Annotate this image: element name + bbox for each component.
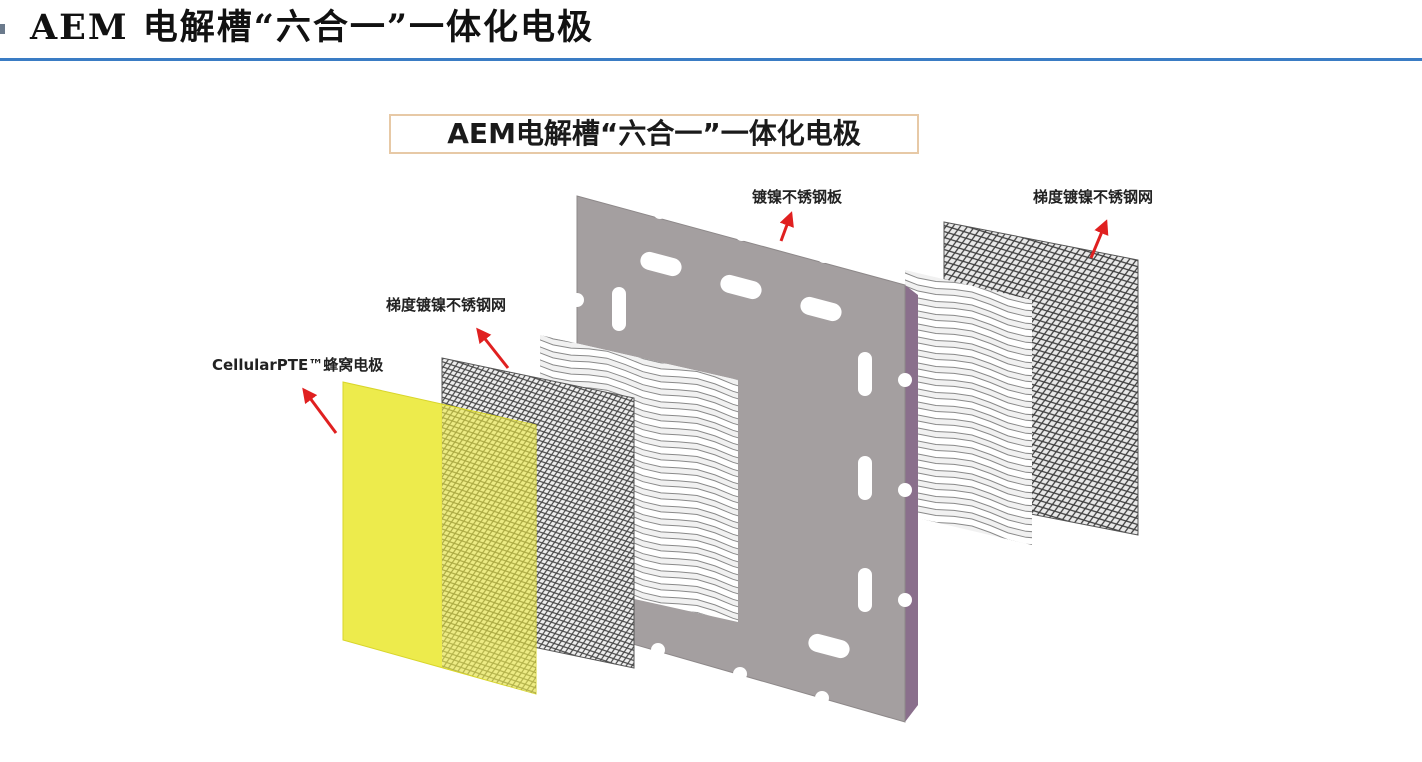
wavy-strand <box>905 381 1032 422</box>
arrow-mesh-right <box>1089 219 1109 259</box>
wavy-strand <box>905 472 1032 513</box>
wavy-strand <box>540 370 738 430</box>
wavy-strand <box>905 420 1032 461</box>
wavy-strand <box>905 537 1032 545</box>
wavy-strand <box>905 433 1032 474</box>
wavy-strand <box>905 355 1032 396</box>
wavy-strand <box>540 357 738 417</box>
mesh-right-wavy <box>905 270 1032 545</box>
title-marker <box>0 24 5 34</box>
wavy-strand <box>905 303 1032 344</box>
wavy-strand <box>905 277 1032 318</box>
arrow-cellular <box>302 387 338 434</box>
wavy-strand <box>905 485 1032 526</box>
wavy-strand <box>905 498 1032 539</box>
wavy-strand <box>905 446 1032 487</box>
wavy-strand <box>905 290 1032 331</box>
wavy-strand <box>540 344 738 404</box>
wavy-strand <box>905 316 1032 357</box>
wavy-strand <box>905 394 1032 435</box>
label-cellular-electrode: CellularPTE™蜂窝电极 <box>212 356 384 374</box>
wavy-strand <box>905 342 1032 383</box>
label-plate: 镀镍不锈钢板 <box>752 188 843 206</box>
wavy-strand <box>905 368 1032 409</box>
cellular-pte-electrode <box>342 381 537 695</box>
wavy-strand <box>905 459 1032 500</box>
label-mesh-left: 梯度镀镍不锈钢网 <box>386 296 507 314</box>
arrow-mesh-left <box>476 327 510 369</box>
diagram-title: AEM电解槽“六合一”一体化电极 <box>389 114 919 154</box>
label-mesh-right: 梯度镀镍不锈钢网 <box>1033 188 1154 206</box>
arrow-plate <box>779 211 794 242</box>
title-divider <box>0 58 1422 61</box>
wavy-strand <box>905 407 1032 448</box>
page-title: AEM 电解槽“六合一”一体化电极 <box>30 7 595 48</box>
wavy-strand <box>905 329 1032 370</box>
